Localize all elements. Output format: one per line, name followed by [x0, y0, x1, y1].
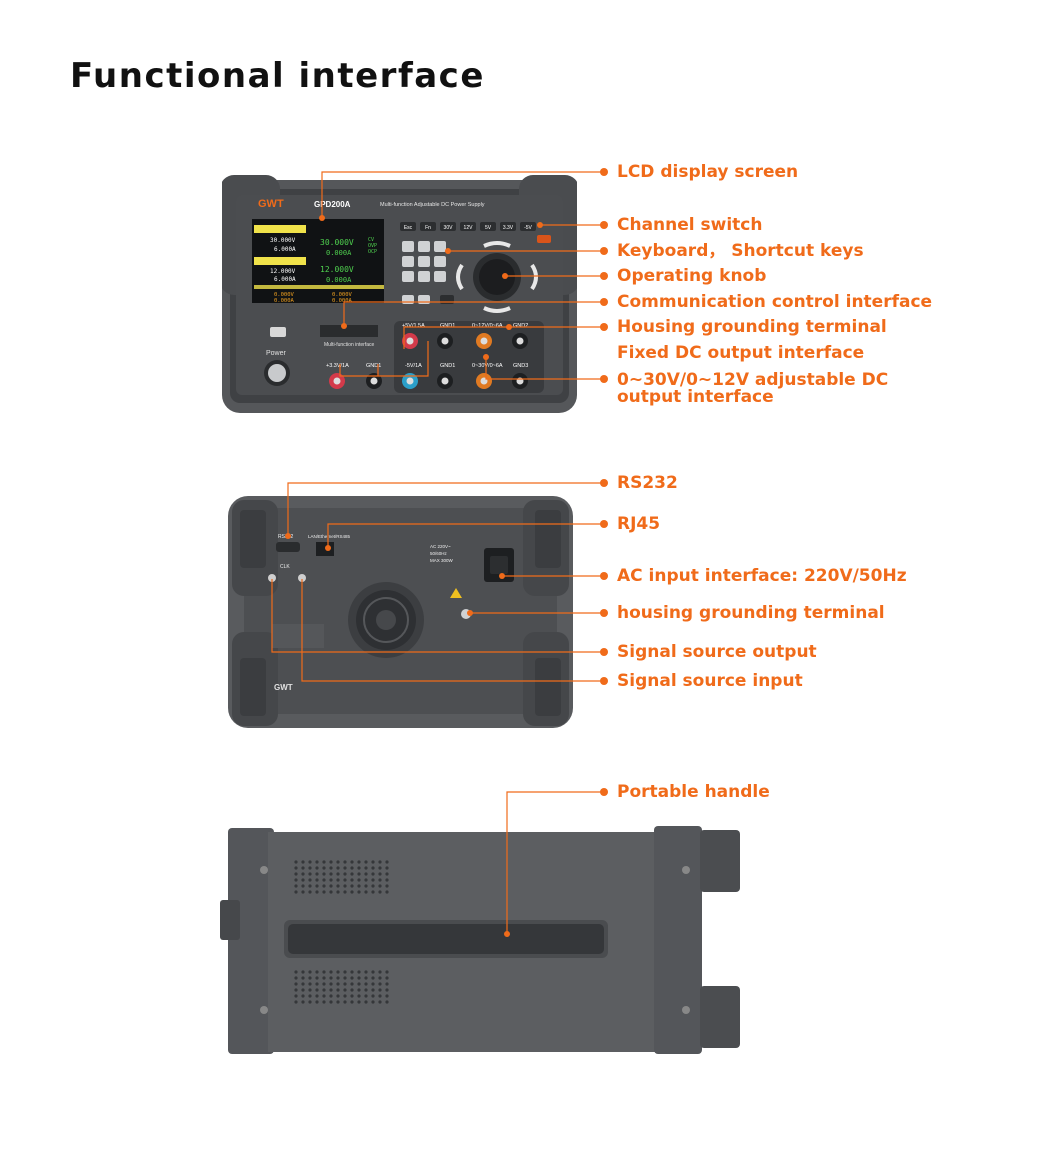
- vent-grille-top: [294, 860, 389, 894]
- label-lcd-display: LCD display screen: [617, 162, 799, 182]
- cooling-fan: [348, 582, 424, 658]
- label-rs232: RS232: [617, 473, 678, 493]
- svg-text:AC 220V~: AC 220V~: [430, 544, 451, 549]
- usb-port[interactable]: [270, 327, 286, 337]
- svg-text:0.000A: 0.000A: [326, 249, 352, 257]
- label-signal-output: Signal source output: [617, 642, 817, 662]
- label-adjustable-output-2: output interface: [617, 387, 774, 407]
- power-label: Power: [266, 350, 287, 357]
- operating-knob[interactable]: [456, 241, 538, 313]
- svg-text:CV: CV: [368, 237, 374, 243]
- svg-text:6.000A: 6.000A: [274, 246, 296, 253]
- label-portable-handle: Portable handle: [617, 782, 770, 802]
- label-operating-knob: Operating knob: [617, 266, 767, 286]
- label-housing-ground: Housing grounding terminal: [617, 317, 887, 337]
- svg-text:-5V: -5V: [524, 225, 532, 231]
- svg-text:30.000V: 30.000V: [270, 237, 296, 244]
- portable-handle[interactable]: [288, 924, 604, 954]
- label-fixed-dc-output: Fixed DC output interface: [617, 343, 865, 363]
- svg-text:GND1: GND1: [366, 363, 381, 369]
- back-panel-device: RS232 LAN/Ethernet/RS485 CLK AC 220V~ 50…: [228, 496, 573, 728]
- svg-text:12V: 12V: [464, 225, 474, 231]
- lcd-screen: 30.000V 6.000A 30.000V 0.000A CV OVP OCP…: [252, 219, 384, 304]
- signal-input-port[interactable]: [298, 574, 306, 582]
- comm-port[interactable]: [320, 325, 378, 337]
- svg-text:GND3: GND3: [513, 363, 528, 369]
- label-keyboard: Keyboard， Shortcut keys: [617, 241, 864, 261]
- svg-text:0.000A: 0.000A: [332, 298, 353, 304]
- svg-text:OVP: OVP: [368, 243, 377, 249]
- page-title: Functional interface: [70, 56, 485, 96]
- svg-text:0.000A: 0.000A: [274, 298, 295, 304]
- vent-grille-bottom: [294, 970, 389, 1004]
- svg-text:+3.3V/1A: +3.3V/1A: [326, 363, 349, 369]
- svg-text:0~30V/0~6A: 0~30V/0~6A: [472, 363, 503, 369]
- signal-output-port[interactable]: [268, 574, 276, 582]
- svg-text:12.000V: 12.000V: [320, 265, 354, 274]
- svg-text:3.3V: 3.3V: [503, 225, 514, 231]
- svg-text:6.000A: 6.000A: [274, 276, 296, 283]
- back-brand-logo: GWT: [274, 683, 293, 692]
- svg-text:Esc: Esc: [404, 225, 413, 231]
- label-ac-input: AC input interface: 220V/50Hz: [617, 566, 907, 586]
- clk-label: CLK: [280, 564, 290, 570]
- lan-port-label: LAN/Ethernet/RS485: [308, 534, 351, 539]
- svg-text:OCP: OCP: [368, 249, 377, 255]
- side-view-device: [220, 826, 740, 1054]
- rs232-port[interactable]: [276, 542, 300, 552]
- svg-text:0.000A: 0.000A: [326, 276, 352, 284]
- svg-text:0~12V/0~6A: 0~12V/0~6A: [472, 323, 503, 329]
- svg-text:GND1: GND1: [440, 323, 455, 329]
- comm-port-label: Multi-function interface: [324, 342, 375, 348]
- svg-text:Fn: Fn: [425, 225, 431, 231]
- output-terminals[interactable]: +5V/1.5A GND1 0~12V/0~6A GND2 +3.3V/1A G…: [326, 321, 544, 393]
- front-panel-device: GWT GPD200A Multi-function Adjustable DC…: [222, 175, 577, 413]
- svg-text:50/60Hz: 50/60Hz: [430, 551, 448, 556]
- svg-text:GND2: GND2: [513, 323, 528, 329]
- svg-text:0.000V: 0.000V: [274, 292, 295, 298]
- brand-logo: GWT: [258, 198, 284, 210]
- label-housing-ground-back: housing grounding terminal: [617, 603, 885, 623]
- label-channel-switch: Channel switch: [617, 215, 763, 235]
- svg-text:30V: 30V: [444, 225, 454, 231]
- label-rj45: RJ45: [617, 514, 661, 534]
- label-signal-input: Signal source input: [617, 671, 803, 691]
- svg-text:0.000V: 0.000V: [332, 292, 353, 298]
- device-subtitle: Multi-function Adjustable DC Power Suppl…: [380, 202, 485, 208]
- svg-text:MAX 300W: MAX 300W: [430, 558, 454, 563]
- svg-text:+5V/1.5A: +5V/1.5A: [402, 323, 425, 329]
- label-comm-interface: Communication control interface: [617, 292, 933, 312]
- svg-text:12.000V: 12.000V: [270, 268, 296, 275]
- label-adjustable-output-1: 0~30V/0~12V adjustable DC: [617, 370, 889, 390]
- svg-text:-5V/1A: -5V/1A: [405, 363, 422, 369]
- svg-text:5V: 5V: [485, 225, 492, 231]
- shortcut-keys[interactable]: Esc Fn 30V 12V 5V 3.3V -5V: [400, 222, 551, 243]
- svg-text:GND1: GND1: [440, 363, 455, 369]
- model-label: GPD200A: [314, 200, 351, 209]
- svg-text:30.000V: 30.000V: [320, 238, 354, 247]
